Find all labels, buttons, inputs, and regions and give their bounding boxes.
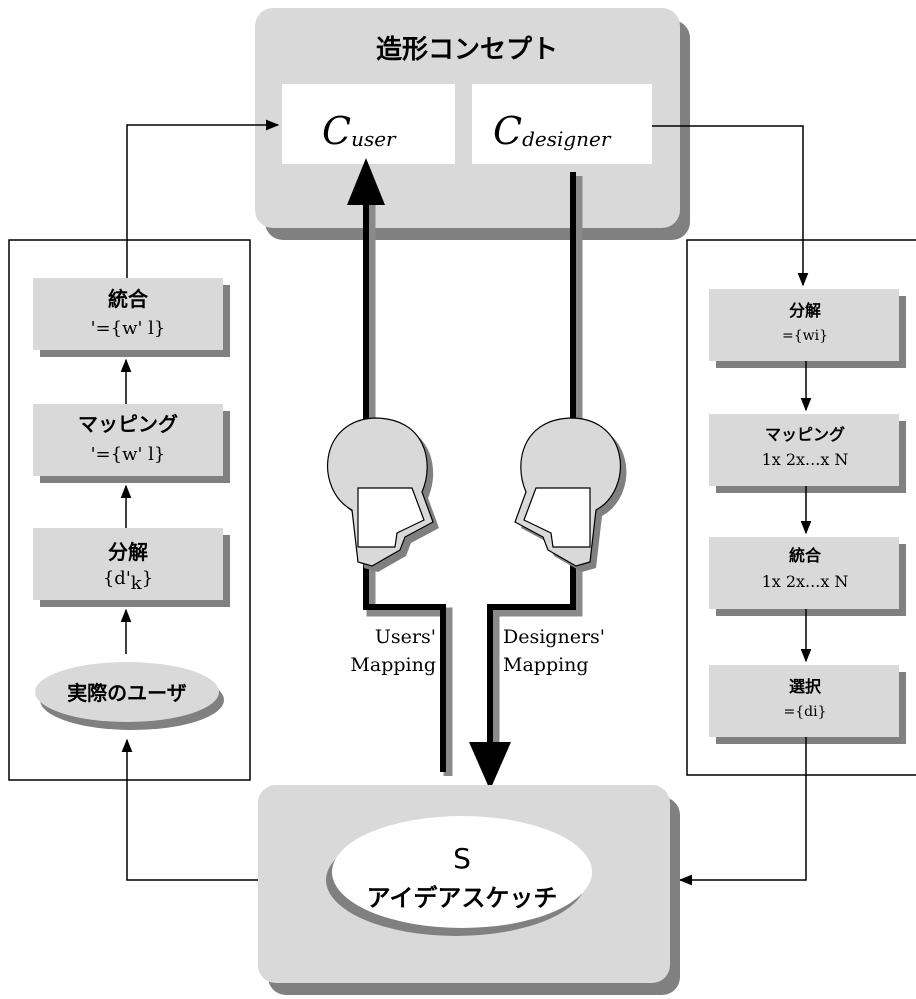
c-user-box [282,84,455,164]
actual-user-label: 実際のユーザ [67,681,187,705]
left-box-mapping-title: マッピング [78,412,178,436]
right-box-selection-formula: ={di} [784,704,827,720]
sketch-box: S アイデアスケッチ [258,785,680,995]
designers-mapping-label-line2: Mapping [503,654,589,676]
users-mapping-label-line2: Mapping [350,654,436,676]
user-head-icon [328,418,439,572]
right-box-mapping-title: マッピング [765,425,845,444]
designer-head-icon [515,418,626,572]
sketch-symbol: S [453,842,471,875]
left-box-decomposition-title: 分解 [108,540,148,564]
left-box-mapping-formula: '={w' l} [91,444,166,465]
right-box-selection [709,665,899,737]
left-box-integration-formula: '={w' l} [91,318,166,339]
right-panel: 分解 ={wi} マッピング 1x 2x...x N 統合 1x 2x...x … [687,240,916,775]
right-box-integration-formula: 1x 2x...x N [762,572,849,591]
left-box-decomposition [33,528,223,600]
designers-mapping-label-line1: Designers' [503,626,605,648]
concept-box: 造形コンセプト Cuser Cdesigner [255,8,690,240]
right-box-selection-title: 選択 [789,677,822,696]
left-box-integration-title: 統合 [108,287,149,311]
left-panel: 統合 '={w' l} マッピング '={w' l} 分解 {d'k} 実際のユ… [9,240,250,780]
arrow-sketch-to-user [127,740,258,880]
right-box-decomposition [709,289,899,361]
designers-mapping-arrowhead [469,742,511,790]
sketch-label: アイデアスケッチ [367,884,558,912]
right-box-integration-title: 統合 [789,546,822,565]
right-box-decomposition-title: 分解 [789,301,821,320]
right-box-mapping-formula: 1x 2x...x N [762,450,849,469]
right-box-decomposition-formula: ={wi} [782,328,828,344]
users-mapping-label-line1: Users' [375,626,436,648]
arrow-selection-to-sketch [680,737,806,880]
concept-title: 造形コンセプト [376,35,558,65]
